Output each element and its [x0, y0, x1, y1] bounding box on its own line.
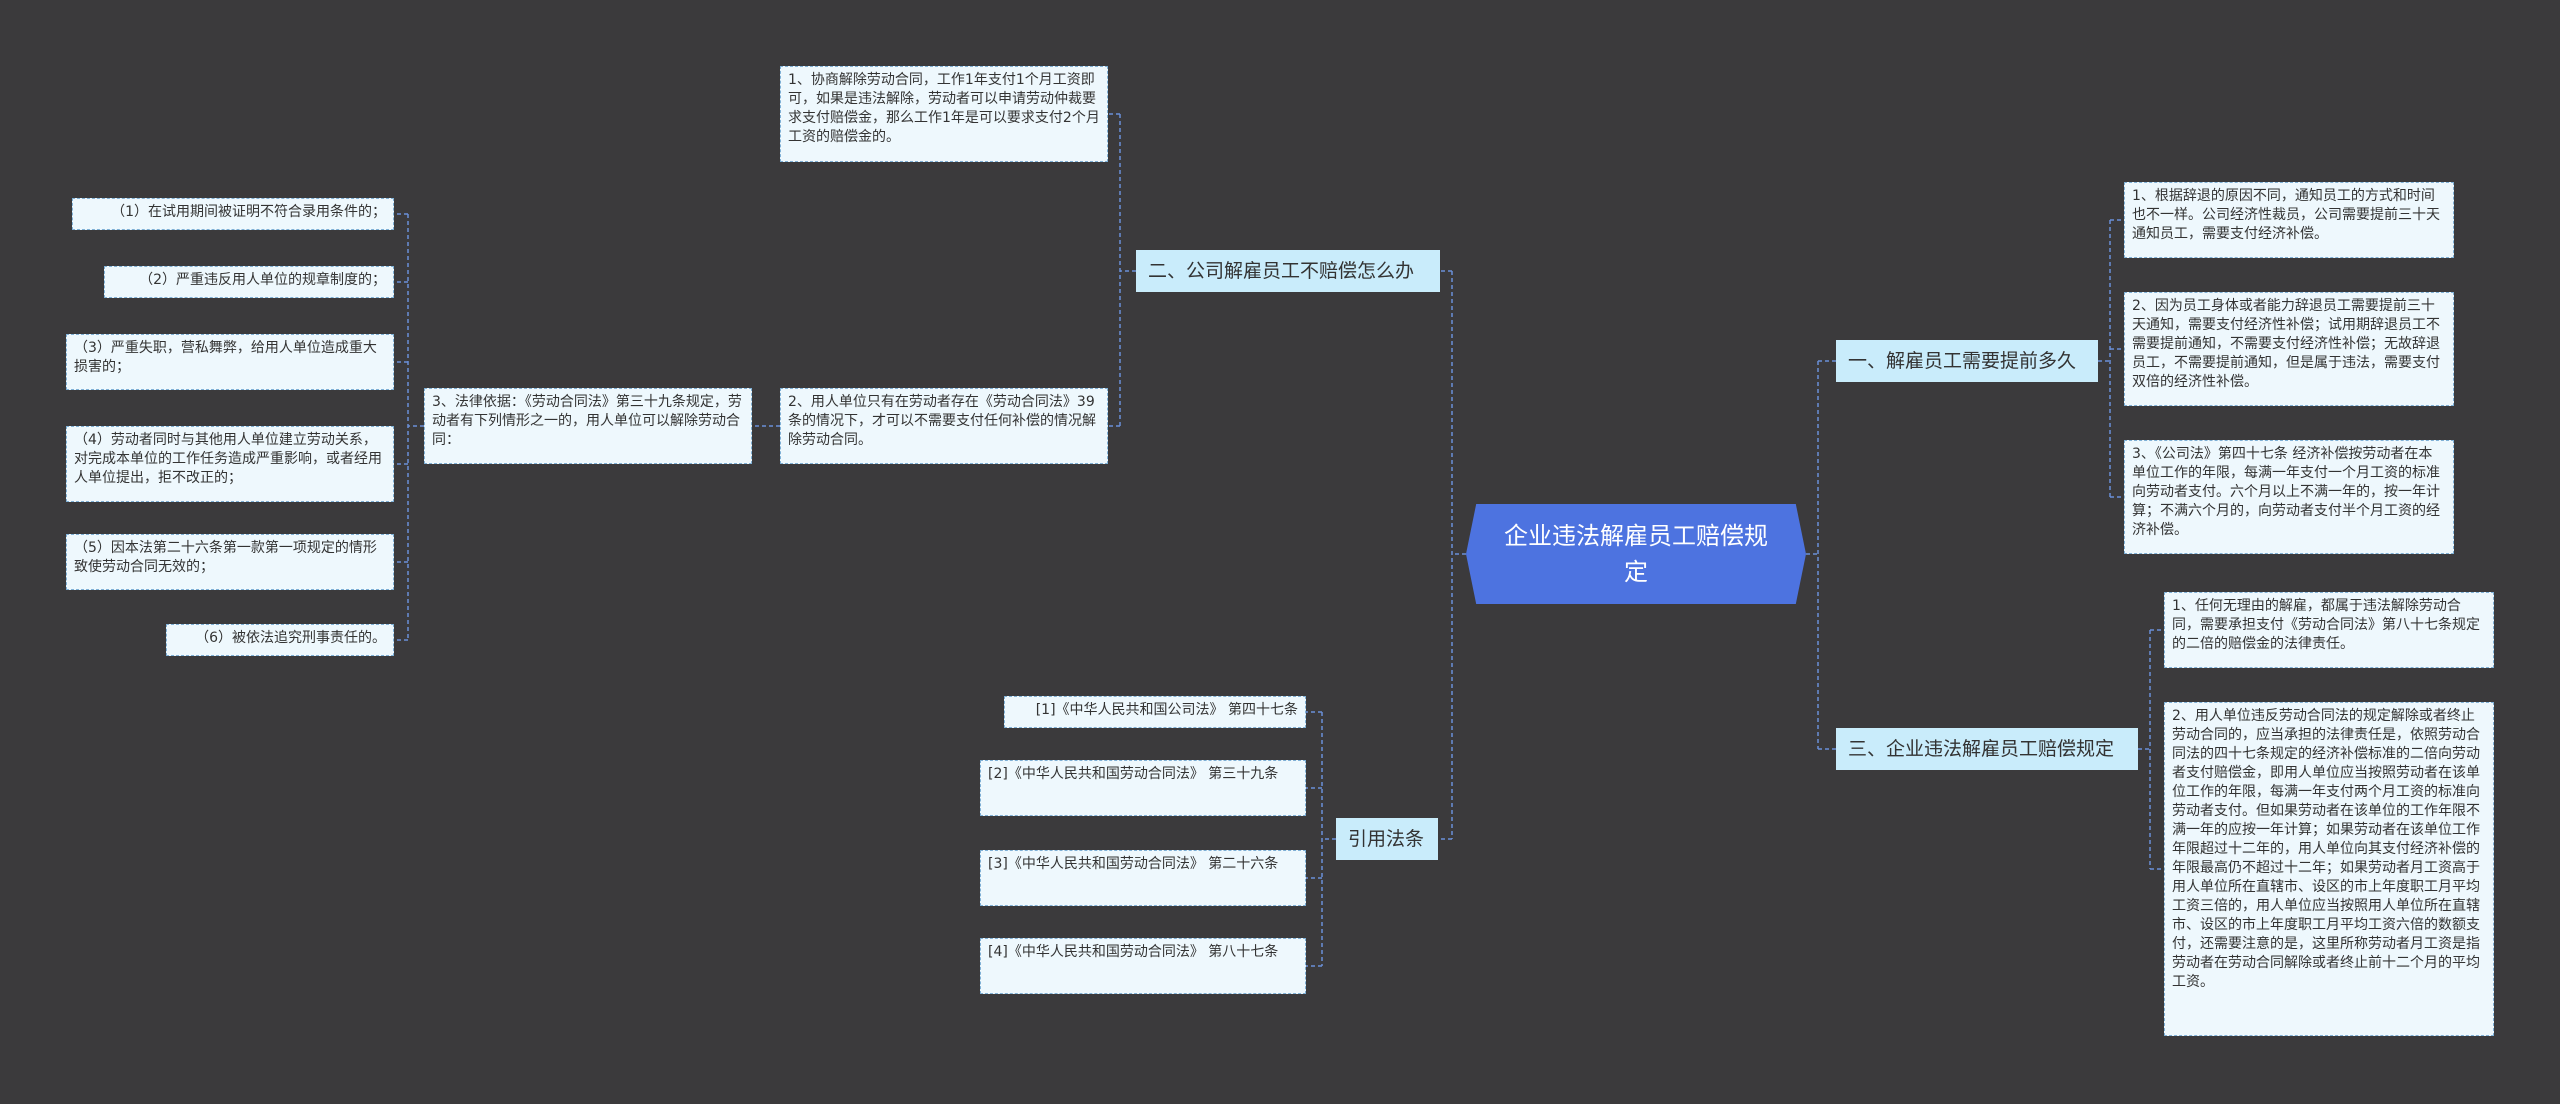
leaf-b1-item-3[interactable]: 3、《公司法》第四十七条 经济补偿按劳动者在本单位工作的年限，每满一年支付一个月…	[2124, 440, 2454, 554]
leaf-citation-3[interactable]: [3]《中华人民共和国劳动合同法》 第二十六条	[980, 850, 1306, 906]
leaf-text: 2、用人单位违反劳动合同法的规定解除或者终止劳动合同的，应当承担的法律责任是，依…	[2172, 708, 2480, 990]
leaf-article39-item-3[interactable]: （3）严重失职，营私舞弊，给用人单位造成重大损害的；	[66, 334, 394, 390]
leaf-text: 2、因为员工身体或者能力辞退员工需要提前三十天通知，需要支付经济性补偿；试用期辞…	[2132, 298, 2440, 390]
leaf-text: （1）在试用期间被证明不符合录用条件的；	[111, 204, 386, 220]
branch-label: 二、公司解雇员工不赔偿怎么办	[1148, 260, 1415, 282]
leaf-text: （2）严重违反用人单位的规章制度的；	[139, 272, 386, 288]
leaf-article39-item-2[interactable]: （2）严重违反用人单位的规章制度的；	[104, 266, 394, 298]
branch-notice-period[interactable]: 一、解雇员工需要提前多久	[1836, 340, 2098, 382]
leaf-text: [1]《中华人民共和国公司法》 第四十七条	[1035, 702, 1298, 718]
leaf-article39-item-5[interactable]: （5）因本法第二十六条第一款第一项规定的情形致使劳动合同无效的；	[66, 534, 394, 590]
branch-label: 三、企业违法解雇员工赔偿规定	[1848, 738, 2115, 760]
leaf-text: （3）严重失职，营私舞弊，给用人单位造成重大损害的；	[74, 340, 377, 375]
leaf-text: [3]《中华人民共和国劳动合同法》 第二十六条	[988, 856, 1279, 872]
leaf-b2-item-2[interactable]: 2、用人单位只有在劳动者存在《劳动合同法》39条的情况下，才可以不需要支付任何补…	[780, 388, 1108, 464]
leaf-text: [4]《中华人民共和国劳动合同法》 第八十七条	[988, 944, 1279, 960]
leaf-citation-1[interactable]: [1]《中华人民共和国公司法》 第四十七条	[1004, 696, 1306, 728]
leaf-text: （4）劳动者同时与其他用人单位建立劳动关系，对完成本单位的工作任务造成严重影响，…	[74, 432, 382, 486]
leaf-b3-item-2[interactable]: 2、用人单位违反劳动合同法的规定解除或者终止劳动合同的，应当承担的法律责任是，依…	[2164, 702, 2494, 1036]
leaf-b1-item-1[interactable]: 1、根据辞退的原因不同，通知员工的方式和时间也不一样。公司经济性裁员，公司需要提…	[2124, 182, 2454, 258]
leaf-text: 1、任何无理由的解雇，都属于违法解除劳动合同，需要承担支付《劳动合同法》第八十七…	[2172, 598, 2480, 652]
root-title: 企业违法解雇员工赔偿规定	[1504, 522, 1768, 586]
leaf-b3-item-1[interactable]: 1、任何无理由的解雇，都属于违法解除劳动合同，需要承担支付《劳动合同法》第八十七…	[2164, 592, 2494, 668]
branch-label: 一、解雇员工需要提前多久	[1848, 350, 2077, 372]
leaf-b1-item-2[interactable]: 2、因为员工身体或者能力辞退员工需要提前三十天通知，需要支付经济性补偿；试用期辞…	[2124, 292, 2454, 406]
leaf-text: 3、法律依据：《劳动合同法》第三十九条规定，劳动者有下列情形之一的，用人单位可以…	[432, 394, 742, 448]
leaf-article39-item-4[interactable]: （4）劳动者同时与其他用人单位建立劳动关系，对完成本单位的工作任务造成严重影响，…	[66, 426, 394, 502]
leaf-text: 3、《公司法》第四十七条 经济补偿按劳动者在本单位工作的年限，每满一年支付一个月…	[2132, 446, 2440, 538]
branch-label: 引用法条	[1348, 828, 1425, 850]
branch-no-compensation[interactable]: 二、公司解雇员工不赔偿怎么办	[1136, 250, 1440, 292]
branch-illegal-dismissal[interactable]: 三、企业违法解雇员工赔偿规定	[1836, 728, 2138, 770]
leaf-text: 1、根据辞退的原因不同，通知员工的方式和时间也不一样。公司经济性裁员，公司需要提…	[2132, 188, 2440, 242]
leaf-b2-item-3[interactable]: 3、法律依据：《劳动合同法》第三十九条规定，劳动者有下列情形之一的，用人单位可以…	[424, 388, 752, 464]
leaf-text: （5）因本法第二十六条第一款第一项规定的情形致使劳动合同无效的；	[74, 540, 377, 575]
leaf-article39-item-6[interactable]: （6）被依法追究刑事责任的。	[166, 624, 394, 656]
leaf-text: （6）被依法追究刑事责任的。	[195, 630, 386, 646]
leaf-citation-4[interactable]: [4]《中华人民共和国劳动合同法》 第八十七条	[980, 938, 1306, 994]
root-topic[interactable]: 企业违法解雇员工赔偿规定	[1466, 504, 1806, 604]
leaf-text: 1、协商解除劳动合同，工作1年支付1个月工资即可，如果是违法解除，劳动者可以申请…	[788, 72, 1100, 145]
leaf-citation-2[interactable]: [2]《中华人民共和国劳动合同法》 第三十九条	[980, 760, 1306, 816]
leaf-b2-item-1[interactable]: 1、协商解除劳动合同，工作1年支付1个月工资即可，如果是违法解除，劳动者可以申请…	[780, 66, 1108, 162]
leaf-text: 2、用人单位只有在劳动者存在《劳动合同法》39条的情况下，才可以不需要支付任何补…	[788, 394, 1096, 448]
branch-cited-laws[interactable]: 引用法条	[1336, 818, 1438, 860]
leaf-article39-item-1[interactable]: （1）在试用期间被证明不符合录用条件的；	[72, 198, 394, 230]
leaf-text: [2]《中华人民共和国劳动合同法》 第三十九条	[988, 766, 1279, 782]
